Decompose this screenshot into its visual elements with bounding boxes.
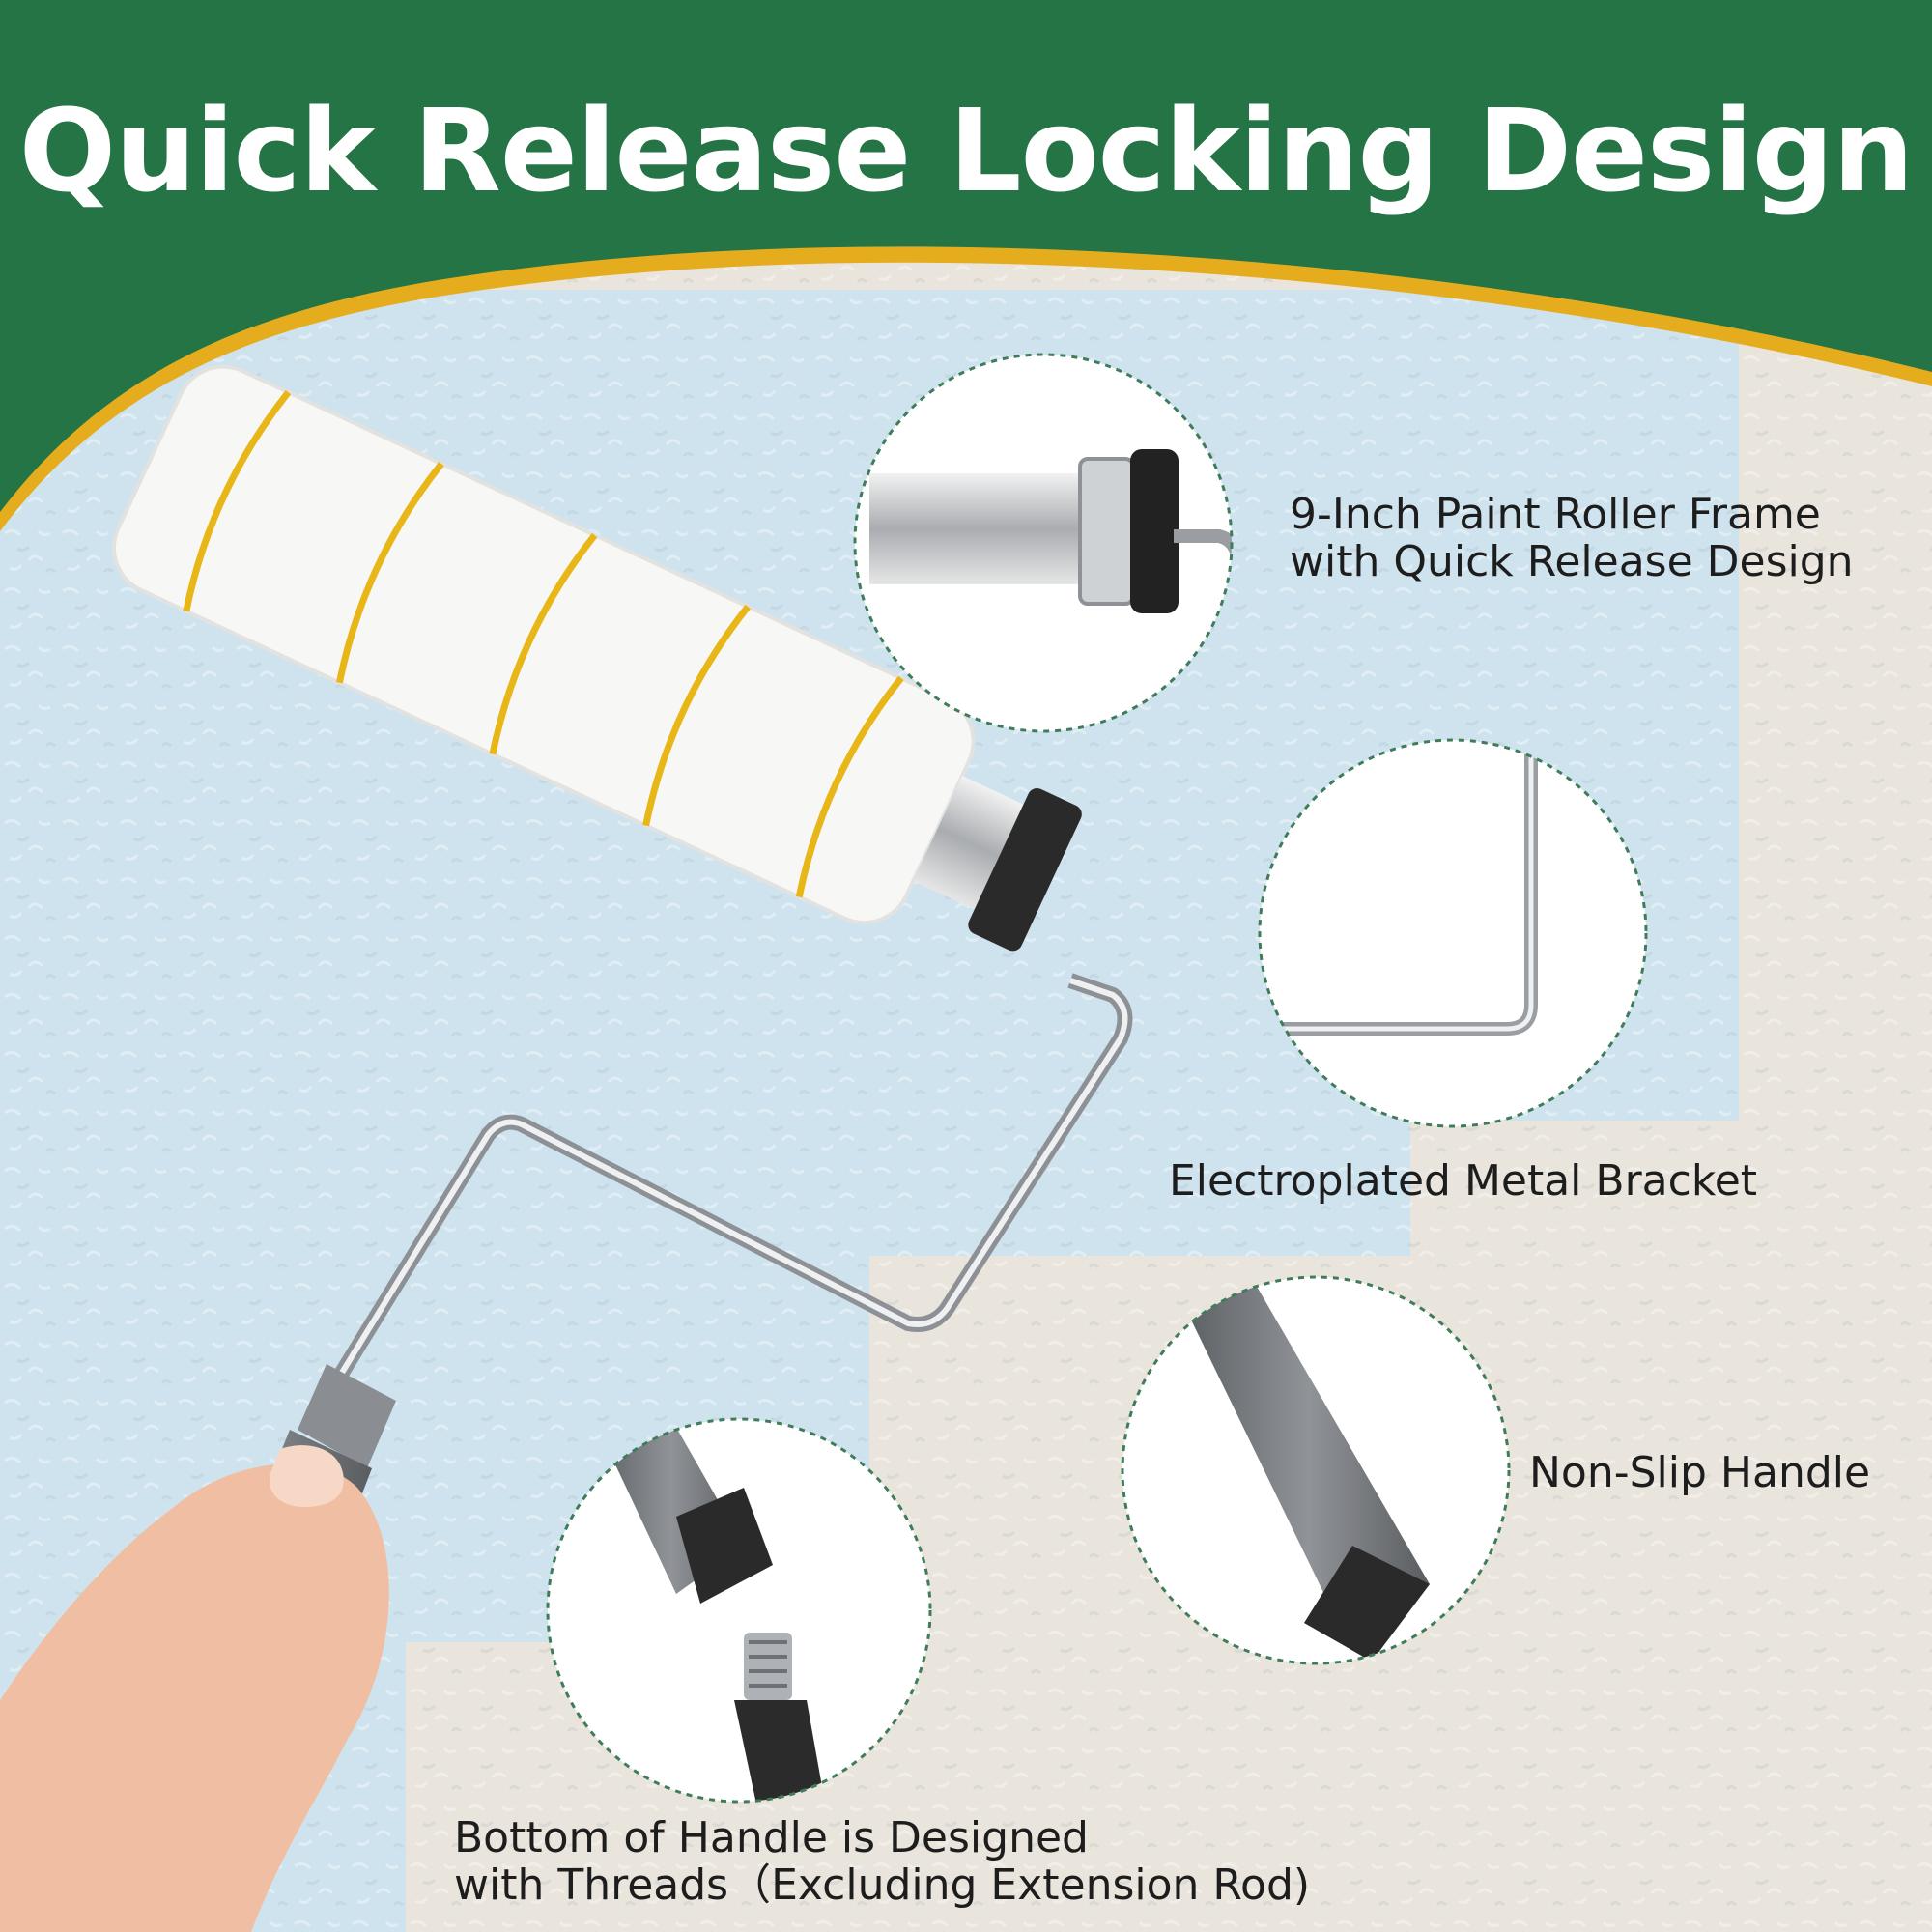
callout-frame-line1: 9-Inch Paint Roller Frame [1290,490,1821,539]
page-title: Quick Release Locking Design [18,84,1914,217]
quick-release-cap [968,788,1082,952]
callout-bracket: Electroplated Metal Bracket [1169,1156,1758,1206]
callout-handle: Non-Slip Handle [1529,1448,1871,1497]
callout-frame: 9-Inch Paint Roller Frame with Quick Rel… [1290,491,1854,586]
callout-threads: Bottom of Handle is Designed with Thread… [454,1814,1310,1910]
callout-threads-line2: with Threads（Excluding Extension Rod) [454,1861,1311,1911]
handle-ferrule [298,1364,396,1468]
detail-circle-bracket [1258,738,1648,1128]
detail-circle-threads [546,1417,932,1804]
detail-circle-handle [1121,1275,1511,1665]
hand [0,1463,389,1932]
header-background [0,0,1932,512]
callout-threads-line1: Bottom of Handle is Designed [454,1813,1089,1862]
callout-handle-text: Non-Slip Handle [1529,1448,1871,1497]
thumb [270,1445,344,1507]
callout-frame-line2: with Quick Release Design [1290,537,1854,587]
detail-circle-quick-release [853,353,1234,733]
roller-stripes [183,389,904,898]
callout-bracket-text: Electroplated Metal Bracket [1169,1156,1758,1206]
roller-cover [111,364,1082,952]
roller-core [913,776,1041,918]
